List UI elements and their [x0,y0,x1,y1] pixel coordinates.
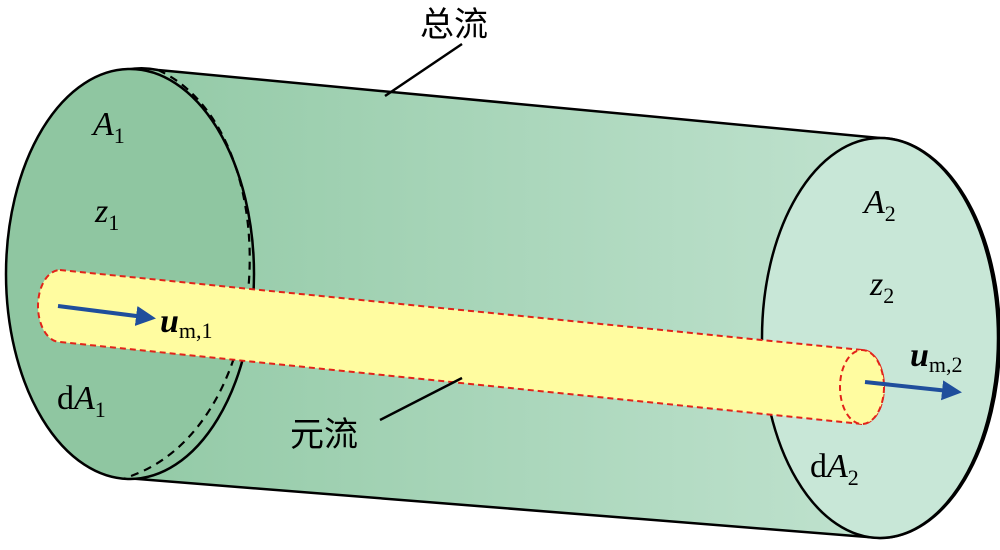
outlet-velocity-label: um,2 [910,337,963,377]
inlet-element-area-label: dA1 [57,380,106,422]
inlet-area-label: A1 [91,106,125,148]
inlet-cross-section [4,67,256,481]
element-flow-tube [37,268,885,426]
outlet-cross-section [760,136,1000,540]
inlet-velocity-arrow [57,304,156,326]
inlet-hidden-edge [124,68,251,480]
element-flow-leader [379,376,463,422]
inlet-elevation-label: z1 [94,193,119,235]
total-flow-label: 总流 [420,5,488,45]
total-flow-leader [384,42,463,98]
outlet-elevation-label: z2 [869,266,894,308]
outlet-velocity-arrow [864,380,962,401]
outlet-area-label: A2 [862,184,896,226]
inlet-velocity-label: um,1 [160,303,213,343]
element-flow-outlet-face [839,349,885,425]
outlet-element-area-label: dA2 [810,448,859,490]
element-flow-label: 元流 [290,415,358,455]
